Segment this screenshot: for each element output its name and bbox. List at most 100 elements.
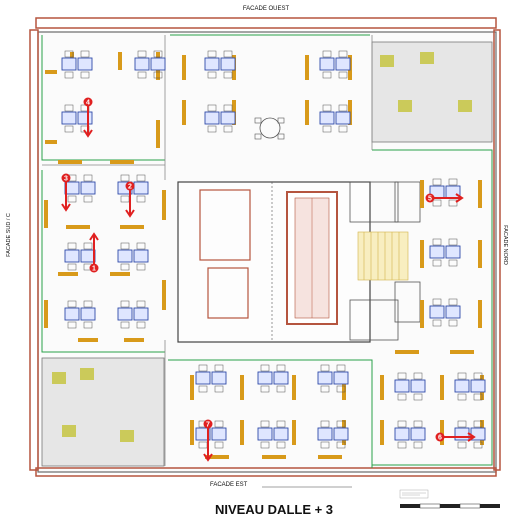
- desk-pair: [317, 420, 349, 449]
- desk-pair: [117, 300, 149, 329]
- storage-bar: [478, 300, 482, 328]
- storage-bar: [420, 240, 424, 268]
- storage-bar: [450, 350, 474, 354]
- facade-right-label: FACADE NORD: [502, 225, 508, 265]
- desk-pair: [257, 420, 289, 449]
- desk-pair: [204, 50, 236, 79]
- marker-number: 5: [428, 195, 432, 202]
- storage-bar: [190, 420, 194, 445]
- desk-pair: [195, 364, 227, 393]
- desk-pair: [117, 174, 149, 203]
- view-marker: 6: [435, 432, 476, 442]
- marker-number: 1: [92, 265, 96, 272]
- storage-bar: [182, 100, 186, 125]
- storage-bar: [440, 420, 444, 445]
- marker-dot: [89, 263, 99, 273]
- desk-pair: [429, 238, 461, 267]
- marker-dot: [203, 419, 213, 429]
- desk-pair: [204, 104, 236, 133]
- storage-bar: [342, 375, 346, 400]
- plant: [420, 52, 434, 64]
- view-marker: 4: [83, 97, 93, 138]
- storage-bar: [318, 455, 342, 459]
- scale-bar: [399, 489, 500, 509]
- desk-pair: [64, 174, 96, 203]
- plant: [458, 100, 472, 112]
- desk-pair: [257, 364, 289, 393]
- storage-bar: [110, 272, 130, 276]
- marker-dot: [125, 181, 135, 191]
- view-marker: 7: [203, 419, 213, 462]
- plants: [52, 52, 472, 442]
- storage-bar: [420, 180, 424, 208]
- plant: [398, 100, 412, 112]
- marker-number: 7: [206, 421, 210, 428]
- desk-pair: [429, 178, 461, 207]
- desk-pair: [454, 372, 486, 401]
- view-marker: 2: [125, 181, 135, 218]
- storage-bar: [262, 455, 286, 459]
- desk-pair: [64, 242, 96, 271]
- marker-dot: [83, 97, 93, 107]
- marker-dot: [425, 193, 435, 203]
- storage-bar: [478, 180, 482, 208]
- desk-pair: [319, 104, 351, 133]
- desk-pair: [317, 364, 349, 393]
- marker-dot: [61, 173, 71, 183]
- desk-pair: [117, 242, 149, 271]
- storage-bar: [120, 225, 144, 229]
- storage-bar: [162, 190, 166, 220]
- storage-bar: [395, 350, 419, 354]
- desk-pair: [319, 50, 351, 79]
- storage-bar: [380, 420, 384, 445]
- storage-bar: [440, 375, 444, 400]
- storage-bar: [58, 160, 82, 164]
- storage-bar: [240, 375, 244, 400]
- storage-bar: [44, 300, 48, 328]
- desk-pair: [61, 50, 93, 79]
- storage-bar: [478, 240, 482, 268]
- plant: [62, 425, 76, 437]
- storage-bar: [292, 375, 296, 400]
- storage-bar: [58, 272, 78, 276]
- desk-pair: [429, 298, 461, 327]
- plan-title: NIVEAU DALLE + 3: [215, 502, 333, 517]
- storage-bar: [292, 420, 296, 445]
- storage-bar: [205, 455, 229, 459]
- storage-bar: [156, 120, 160, 148]
- facade-left-label: FACADE SUD / C: [6, 213, 12, 257]
- view-markers: 1 2 3 4 5 6 7: [61, 97, 476, 462]
- storage-bar: [78, 338, 98, 342]
- marker-number: 2: [128, 183, 132, 190]
- desk-pair: [195, 420, 227, 449]
- desk-pair: [64, 300, 96, 329]
- storage-bar: [162, 280, 166, 310]
- desk-pair: [394, 372, 426, 401]
- plant: [380, 55, 394, 67]
- view-marker: 1: [89, 232, 99, 273]
- storage-bar: [182, 55, 186, 80]
- central-core: [177, 117, 421, 343]
- view-marker: 3: [61, 173, 71, 212]
- facade-top-label: FACADE OUEST: [243, 6, 290, 12]
- storage-bar: [305, 100, 309, 125]
- storage-bar: [420, 300, 424, 328]
- plant: [52, 372, 66, 384]
- storage-bar: [110, 160, 134, 164]
- marker-number: 3: [64, 175, 68, 182]
- storage-bar: [190, 375, 194, 400]
- storage-bar: [45, 140, 57, 144]
- storage-bar: [240, 420, 244, 445]
- storage-bar: [44, 200, 48, 228]
- storage-bar: [305, 55, 309, 80]
- storage-bar: [66, 225, 90, 229]
- plant: [120, 430, 134, 442]
- storage-bar: [124, 338, 144, 342]
- desk-clusters: [61, 50, 486, 449]
- storage-bar: [45, 70, 57, 74]
- marker-number: 4: [86, 99, 90, 106]
- facade-bottom-label: FACADE EST: [210, 482, 248, 488]
- desk-pair: [394, 420, 426, 449]
- storage-bar: [118, 52, 122, 70]
